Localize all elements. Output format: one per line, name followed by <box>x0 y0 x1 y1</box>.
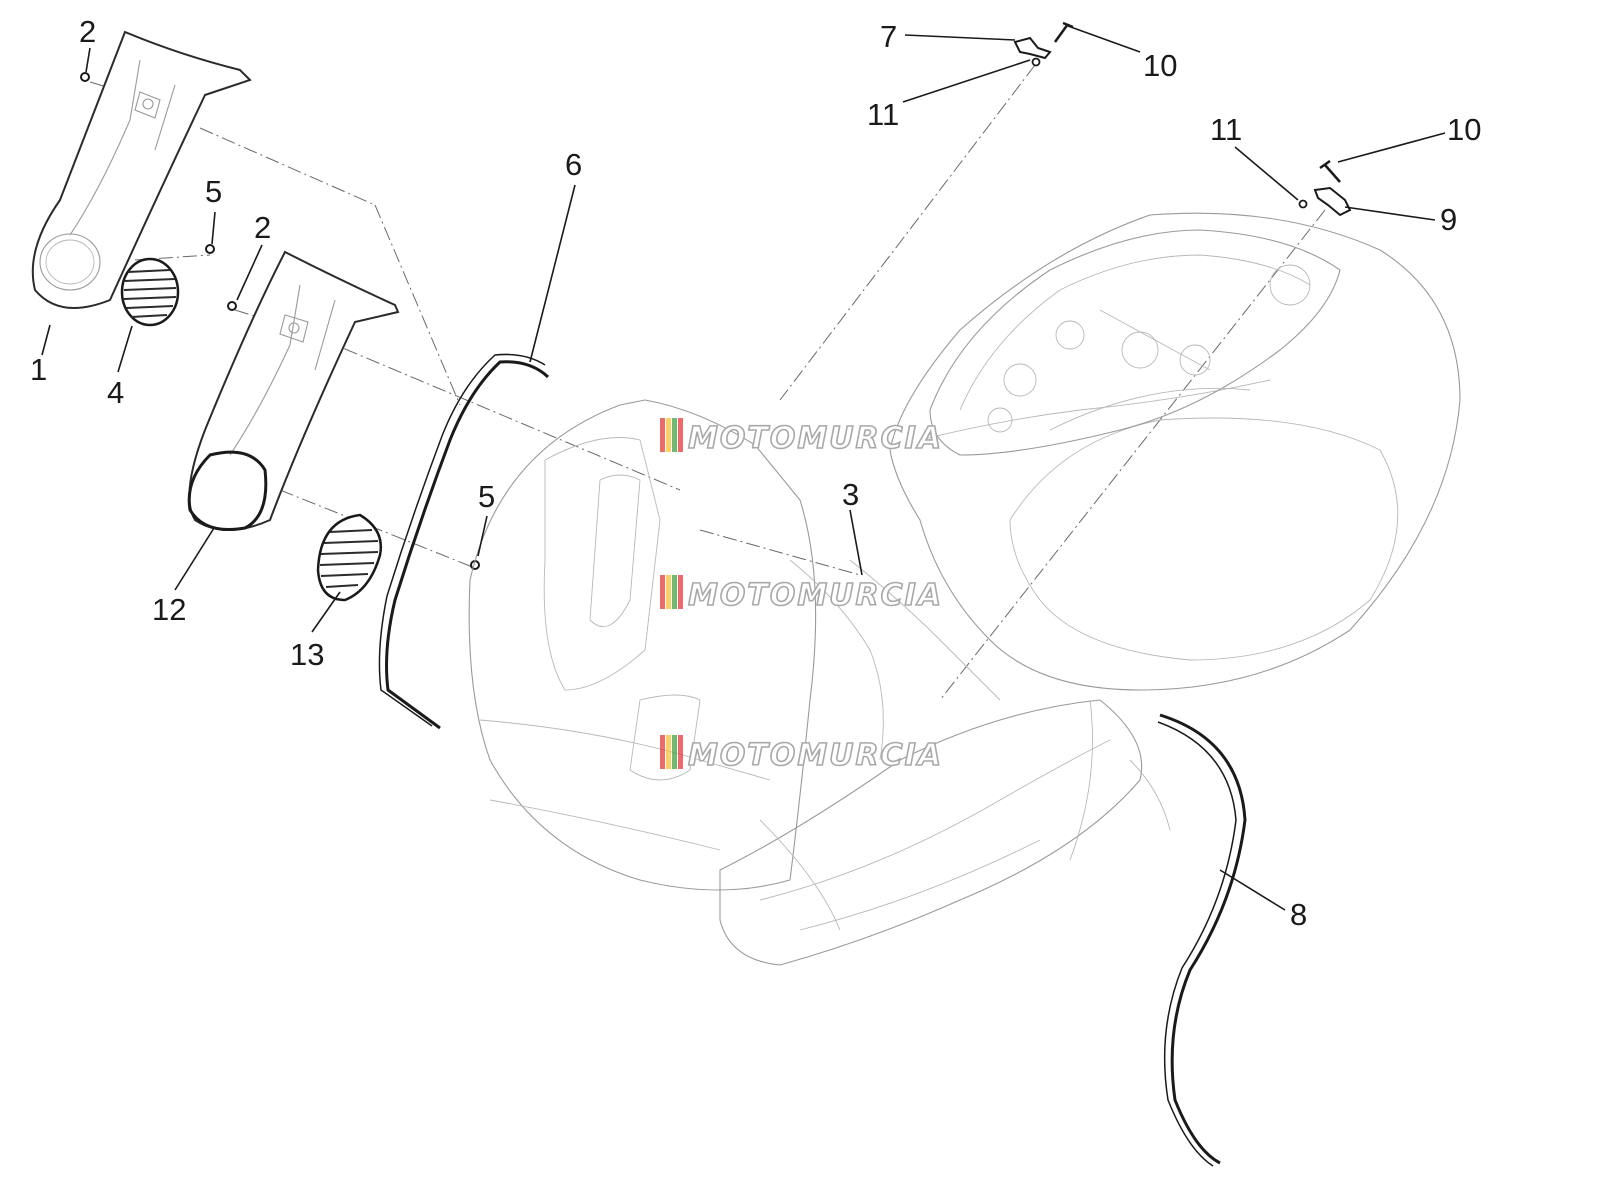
callout-9: 9 <box>1440 202 1457 237</box>
callout-7: 7 <box>880 19 897 54</box>
nut-part-11-top <box>1031 57 1041 67</box>
callout-labels: 1 2 2 3 4 5 5 6 7 8 9 10 10 11 11 12 13 <box>30 14 1481 932</box>
callout-5: 5 <box>205 174 222 209</box>
callout-2: 2 <box>79 14 96 49</box>
watermark-middle: MOTOMURCIA <box>660 575 943 614</box>
callout-4: 4 <box>107 375 124 410</box>
callout-10: 10 <box>1447 112 1481 147</box>
callout-3: 3 <box>842 477 859 512</box>
callout-1: 1 <box>30 352 47 387</box>
svg-text:MOTOMURCIA: MOTOMURCIA <box>688 578 943 613</box>
watermark-bottom: MOTOMURCIA <box>660 735 943 774</box>
callout-10: 10 <box>1143 48 1177 83</box>
clip-part-9 <box>1313 186 1352 217</box>
screw-part-10-right <box>1319 159 1341 183</box>
callout-2: 2 <box>254 210 271 245</box>
screw-icons <box>80 72 480 570</box>
watermark: MOTOMURCIA MOTOMURCIA MOTOMURCIA <box>660 418 943 774</box>
watermark-top: MOTOMURCIA <box>660 418 943 457</box>
floor-strip-part-8 <box>1157 713 1247 1167</box>
callout-11: 11 <box>1210 112 1242 147</box>
body-frame-part-3 <box>468 212 1461 966</box>
callout-12: 12 <box>152 592 186 627</box>
edge-seal-part-6 <box>378 353 550 730</box>
svg-text:MOTOMURCIA: MOTOMURCIA <box>688 421 943 456</box>
callout-5: 5 <box>478 479 495 514</box>
callout-6: 6 <box>565 147 582 182</box>
clip-part-7 <box>1013 36 1052 60</box>
leader-lines <box>41 25 1446 911</box>
horn-cover-part-12 <box>187 250 400 532</box>
horn-grille-part-13 <box>316 513 383 602</box>
screw-part-10-top <box>1053 21 1074 43</box>
svg-text:MOTOMURCIA: MOTOMURCIA <box>688 738 943 773</box>
horn-cover-part-1 <box>31 30 252 309</box>
callout-8: 8 <box>1290 897 1307 932</box>
horn-grille-part-4 <box>120 257 180 327</box>
assembly-lines <box>89 64 1326 701</box>
callout-11: 11 <box>867 97 899 132</box>
nut-part-11-right <box>1298 199 1308 209</box>
callout-13: 13 <box>290 637 324 672</box>
